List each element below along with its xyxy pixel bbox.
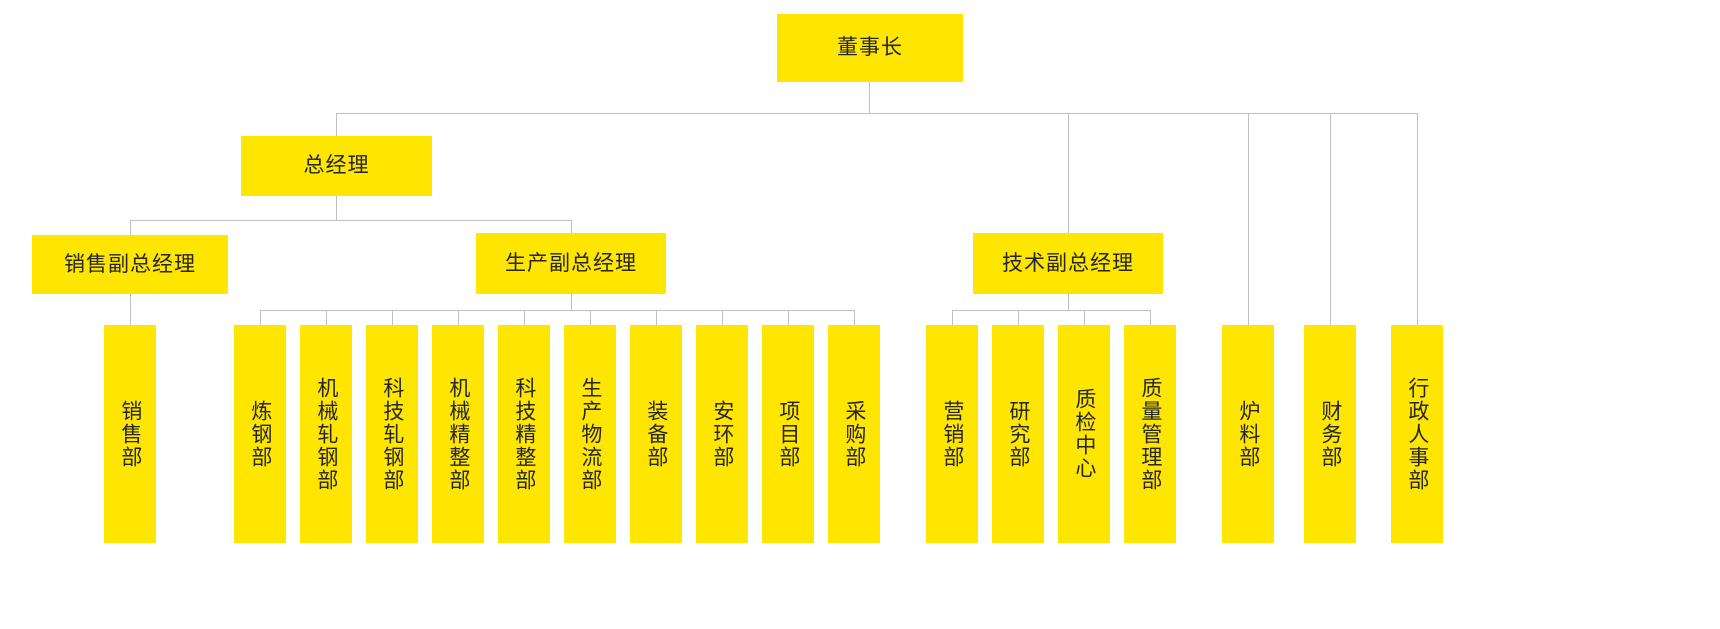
connector-drop-procurement [854, 310, 855, 325]
node-mech-finishing-dept[interactable]: 机械精整部 [432, 325, 484, 543]
node-steelmaking-dept[interactable]: 炼钢部 [234, 325, 286, 543]
connector-drop-production-vp [571, 220, 572, 235]
connector-drop-furnace-charge [1248, 113, 1249, 325]
connector-tech-vp-stem [1068, 294, 1069, 310]
node-project-dept[interactable]: 项目部 [762, 325, 814, 543]
connector-drop-tech-rolling [392, 310, 393, 325]
node-finance-dept-label: 财务部 [1318, 399, 1342, 469]
node-production-vp-label: 生产副总经理 [505, 251, 637, 275]
connector-drop-equipment [656, 310, 657, 325]
connector-general-manager-bus [130, 220, 571, 221]
node-tech-rolling-dept-label: 科技轧钢部 [380, 376, 404, 492]
connector-drop-general-manager [336, 113, 337, 136]
node-tech-finishing-dept[interactable]: 科技精整部 [498, 325, 550, 543]
node-mech-rolling-dept[interactable]: 机械轧钢部 [300, 325, 352, 543]
connector-drop-safety-env [722, 310, 723, 325]
connector-production-vp-stem [571, 294, 572, 310]
node-marketing-dept-label: 营销部 [940, 399, 964, 469]
node-sales-vp-label: 销售副总经理 [64, 252, 196, 276]
connector-drop-mech-rolling [326, 310, 327, 325]
node-mech-finishing-dept-label: 机械精整部 [446, 376, 470, 492]
node-quality-inspection-center[interactable]: 质检中心 [1058, 325, 1110, 543]
node-safety-env-dept[interactable]: 安环部 [696, 325, 748, 543]
connector-drop-admin-hr [1417, 113, 1418, 325]
connector-drop-tech-finishing [524, 310, 525, 325]
connector-production-vp-bus [260, 310, 854, 311]
node-chairman[interactable]: 董事长 [777, 14, 963, 82]
connector-drop-research [1018, 310, 1019, 325]
node-procurement-dept-label: 采购部 [842, 399, 866, 469]
node-research-dept[interactable]: 研究部 [992, 325, 1044, 543]
node-admin-hr-dept-label: 行政人事部 [1405, 376, 1429, 492]
connector-sales-vp-stem [130, 294, 131, 310]
node-tech-vp[interactable]: 技术副总经理 [973, 233, 1163, 294]
node-sales-dept[interactable]: 销售部 [104, 325, 156, 543]
node-safety-env-dept-label: 安环部 [710, 399, 734, 469]
connector-chairman-bus [336, 113, 1418, 114]
connector-chairman-stem [869, 82, 870, 114]
node-production-logistics-dept-label: 生产物流部 [578, 376, 602, 492]
node-production-logistics-dept[interactable]: 生产物流部 [564, 325, 616, 543]
node-general-manager-label: 总经理 [303, 154, 370, 178]
node-general-manager[interactable]: 总经理 [241, 136, 432, 196]
node-research-dept-label: 研究部 [1006, 399, 1030, 469]
connector-drop-mech-finishing [458, 310, 459, 325]
connector-drop-steelmaking [260, 310, 261, 325]
connector-drop-sales-vp [130, 220, 131, 235]
node-quality-inspection-center-label: 质检中心 [1072, 388, 1096, 480]
connector-tech-vp-bus [952, 310, 1150, 311]
node-quality-management-dept[interactable]: 质量管理部 [1124, 325, 1176, 543]
node-marketing-dept[interactable]: 营销部 [926, 325, 978, 543]
node-tech-finishing-dept-label: 科技精整部 [512, 376, 536, 492]
node-finance-dept[interactable]: 财务部 [1304, 325, 1356, 543]
node-steelmaking-dept-label: 炼钢部 [248, 399, 272, 469]
connector-drop-marketing [952, 310, 953, 325]
node-procurement-dept[interactable]: 采购部 [828, 325, 880, 543]
node-equipment-dept[interactable]: 装备部 [630, 325, 682, 543]
node-furnace-charge-dept-label: 炉料部 [1236, 399, 1260, 469]
connector-drop-quality-management [1150, 310, 1151, 325]
node-admin-hr-dept[interactable]: 行政人事部 [1391, 325, 1443, 543]
connector-drop-tech-vp [1068, 113, 1069, 234]
node-tech-vp-label: 技术副总经理 [1002, 251, 1134, 275]
node-project-dept-label: 项目部 [776, 399, 800, 469]
connector-drop-project [788, 310, 789, 325]
node-equipment-dept-label: 装备部 [644, 399, 668, 469]
connector-drop-finance [1330, 113, 1331, 325]
connector-drop-quality-inspection [1084, 310, 1085, 325]
node-mech-rolling-dept-label: 机械轧钢部 [314, 376, 338, 492]
connector-drop-sales-dept [130, 310, 131, 325]
node-chairman-label: 董事长 [837, 36, 903, 60]
connector-drop-production-logistics [590, 310, 591, 325]
node-production-vp[interactable]: 生产副总经理 [476, 233, 666, 294]
node-sales-dept-label: 销售部 [118, 399, 142, 469]
node-furnace-charge-dept[interactable]: 炉料部 [1222, 325, 1274, 543]
node-quality-management-dept-label: 质量管理部 [1138, 376, 1162, 492]
node-tech-rolling-dept[interactable]: 科技轧钢部 [366, 325, 418, 543]
node-sales-vp[interactable]: 销售副总经理 [32, 235, 228, 294]
connector-general-manager-stem [336, 196, 337, 220]
